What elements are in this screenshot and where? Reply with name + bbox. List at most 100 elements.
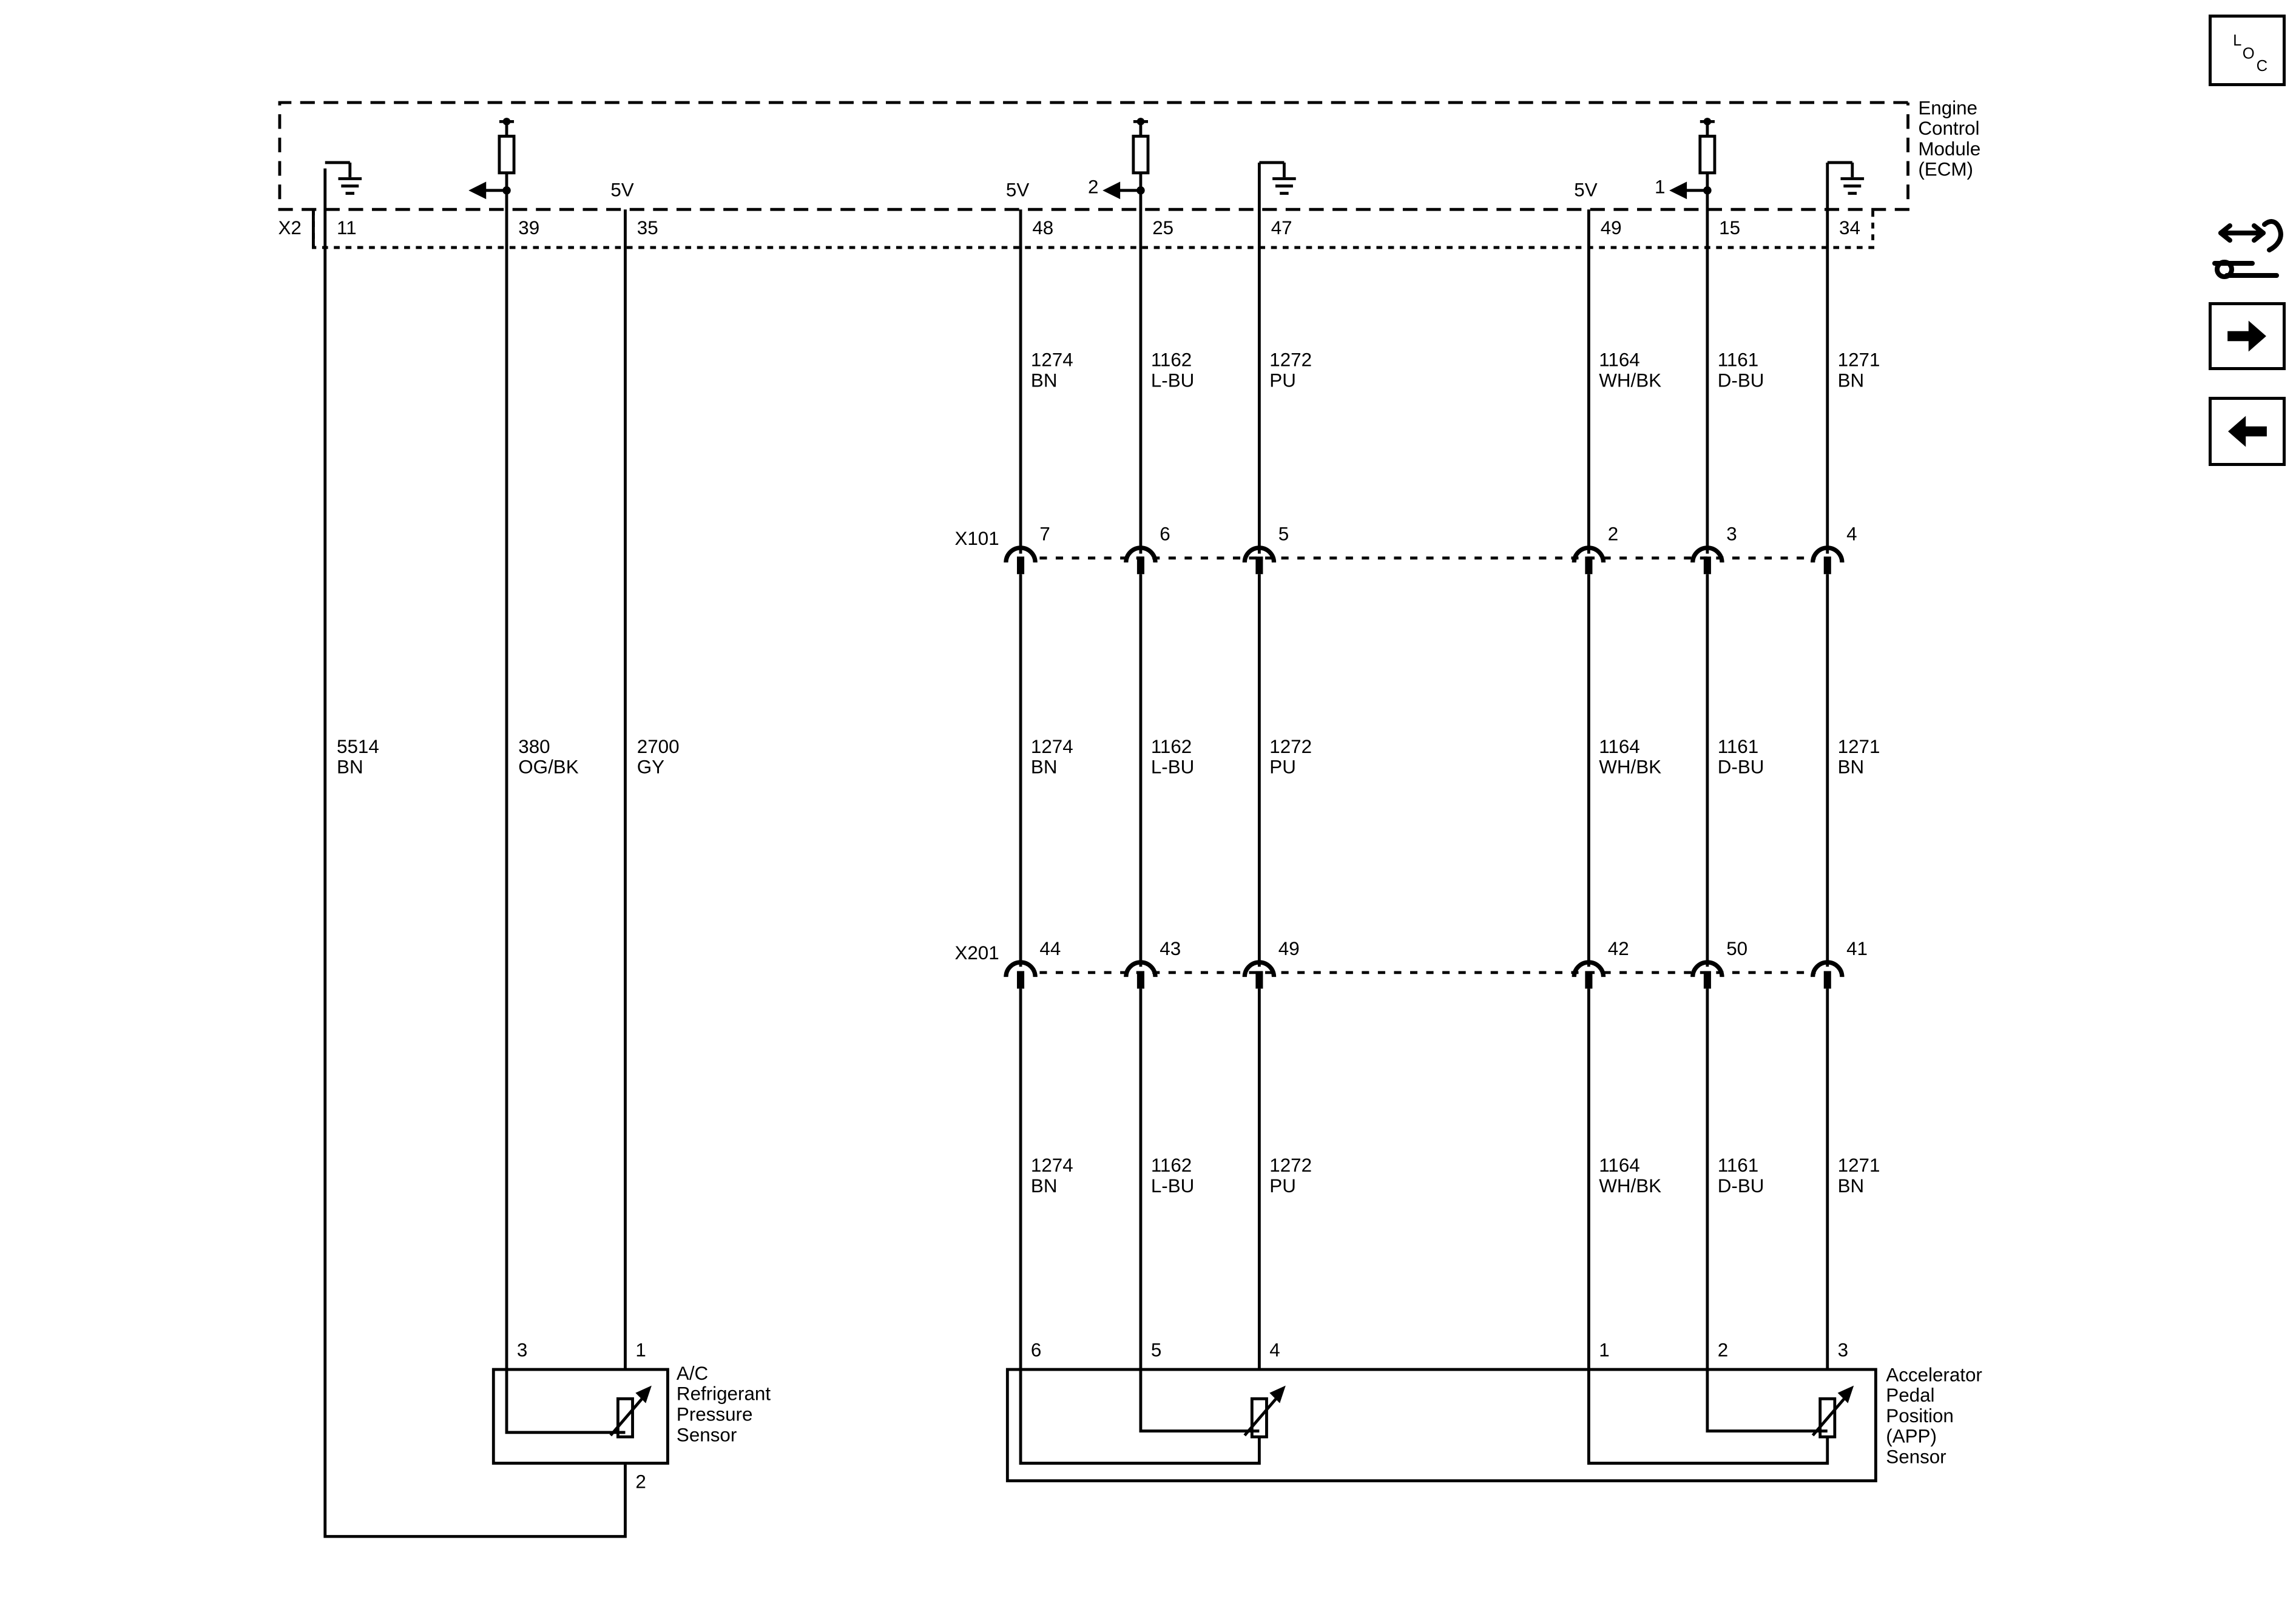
previous-arrow-icon — [2228, 416, 2267, 447]
reference-arrow-icon — [468, 181, 487, 200]
ecm-dashed-boundary — [278, 101, 1909, 211]
loc-letter-l: L — [2233, 32, 2241, 49]
wire-color-label: WH/BK — [1599, 757, 1661, 778]
wire-color-label: D-BU — [1718, 370, 1764, 391]
next-button[interactable] — [2209, 302, 2286, 370]
x101-male-terminal — [1136, 556, 1144, 575]
ac-sensor-pin-ground: 2 — [635, 1471, 646, 1493]
app-sensor-box — [1005, 1368, 1877, 1482]
x101-pin-5: 5 — [1278, 524, 1289, 545]
x101-male-terminal — [1823, 556, 1831, 575]
sensor-arrow-icon — [1269, 1385, 1286, 1403]
pullup-resistor-icon — [498, 135, 516, 175]
next-arrow-icon — [2227, 320, 2266, 352]
x201-female-terminal — [1124, 960, 1158, 977]
wire-1164-lower — [1587, 988, 1829, 1465]
wire-circuit-1274: 1274 — [1031, 1155, 1073, 1176]
ecm-pin-15: 15 — [1719, 217, 1740, 238]
app-sensor-pin-6: 6 — [1031, 1339, 1041, 1360]
x101-pin-7: 7 — [1039, 524, 1050, 545]
wire-1274-lower — [1019, 988, 1261, 1465]
wire-color-label: L-BU — [1151, 370, 1194, 391]
ecm-pin-47: 47 — [1271, 217, 1292, 238]
x201-female-terminal — [1242, 960, 1277, 977]
x101-female-terminal — [1004, 545, 1038, 563]
wire-circuit-1272: 1272 — [1269, 736, 1312, 757]
previous-button[interactable] — [2209, 397, 2286, 466]
x201-pin-41: 41 — [1846, 938, 1868, 959]
supply-5v-label: 5V — [1574, 179, 1597, 200]
wire-1162-lower — [1139, 988, 1260, 1433]
x101-male-terminal — [1017, 556, 1025, 575]
wire-circuit-1162: 1162 — [1151, 736, 1192, 757]
x201-male-terminal — [1703, 971, 1711, 989]
ac-sensor-name-line: Sensor — [677, 1424, 737, 1445]
wire-circuit-1271: 1271 — [1838, 736, 1880, 757]
ecm-pin-48: 48 — [1032, 217, 1053, 238]
x101-pin-4: 4 — [1846, 524, 1857, 545]
connector-view-icon[interactable] — [2209, 208, 2288, 283]
reference-1: 1 — [1655, 177, 1665, 198]
x101-female-terminal — [1811, 545, 1845, 563]
loc-button[interactable]: L O C — [2209, 15, 2286, 86]
wire-color-label: OG/BK — [518, 757, 578, 778]
ecm-pin-35: 35 — [637, 217, 658, 238]
wire-5514 — [323, 168, 627, 1538]
app-sensor-pin-5: 5 — [1151, 1339, 1161, 1360]
x101-male-terminal — [1703, 556, 1711, 575]
x201-pin-44: 44 — [1039, 938, 1061, 959]
wire-color-label: PU — [1269, 370, 1296, 391]
x201-pin-50: 50 — [1726, 938, 1747, 959]
x101-female-terminal — [1572, 545, 1606, 563]
x201-male-terminal — [1017, 971, 1025, 989]
wire-circuit-1274: 1274 — [1031, 349, 1073, 370]
loc-letter-c: C — [2257, 58, 2268, 75]
ecm-name-line: Engine — [1918, 97, 1977, 118]
wire-1161-lower — [1706, 988, 1828, 1433]
app-sensor-pin-1: 1 — [1599, 1339, 1609, 1360]
wire-circuit-1274: 1274 — [1031, 736, 1073, 757]
x101-pin-6: 6 — [1160, 524, 1170, 545]
x101-female-terminal — [1690, 545, 1724, 563]
reference-arrow-icon — [1102, 181, 1121, 200]
supply-5v-label: 5V — [1006, 179, 1029, 200]
pullup-resistor-icon — [1132, 135, 1150, 175]
x101-female-terminal — [1124, 545, 1158, 563]
wire-color-label: D-BU — [1718, 757, 1764, 778]
wire-color-label: BN — [1838, 1175, 1865, 1197]
wire-circuit-1272: 1272 — [1269, 1155, 1312, 1176]
ecm-pin-25: 25 — [1152, 217, 1173, 238]
wire-color-label: PU — [1269, 1175, 1296, 1197]
wire-color-label: BN — [1031, 1175, 1058, 1197]
wire-color-label: L-BU — [1151, 1175, 1194, 1197]
app-sensor-name-line: Accelerator — [1886, 1364, 1982, 1385]
x201-male-terminal — [1255, 971, 1263, 989]
reference-arrow-icon — [1669, 181, 1687, 200]
wire-circuit-1272: 1272 — [1269, 349, 1312, 370]
x101-female-terminal — [1242, 545, 1277, 563]
ecm-pin-49: 49 — [1601, 217, 1622, 238]
sensor-variable-arrow — [1243, 1393, 1281, 1437]
app-sensor-2-variable-resistor-icon — [1818, 1397, 1837, 1439]
sensor-arrow-icon — [1837, 1385, 1854, 1403]
x101-male-terminal — [1585, 556, 1593, 575]
wire-color-label: WH/BK — [1599, 370, 1661, 391]
x201-male-terminal — [1136, 971, 1144, 989]
x101-pin-2: 2 — [1608, 524, 1618, 545]
wire-color-label: D-BU — [1718, 1175, 1764, 1197]
app-sensor-name-line: Position — [1886, 1405, 1954, 1426]
pullup-resistor-icon — [1698, 135, 1717, 175]
wire-circuit-1162: 1162 — [1151, 349, 1192, 370]
sensor-arrow-icon — [635, 1385, 652, 1403]
ecm-name-line: (ECM) — [1918, 159, 1973, 180]
reference-2: 2 — [1088, 177, 1098, 198]
wire-circuit-1271: 1271 — [1838, 349, 1880, 370]
app-sensor-name-line: Pedal — [1886, 1385, 1934, 1406]
app-sensor-pin-3: 3 — [1838, 1339, 1848, 1360]
wire-380 — [505, 190, 626, 1434]
app-sensor-pin-2: 2 — [1718, 1339, 1728, 1360]
wire-color-label: GY — [637, 757, 664, 778]
ecm-pin-11: 11 — [337, 217, 357, 238]
wire-circuit-1161: 1161 — [1718, 1155, 1758, 1176]
